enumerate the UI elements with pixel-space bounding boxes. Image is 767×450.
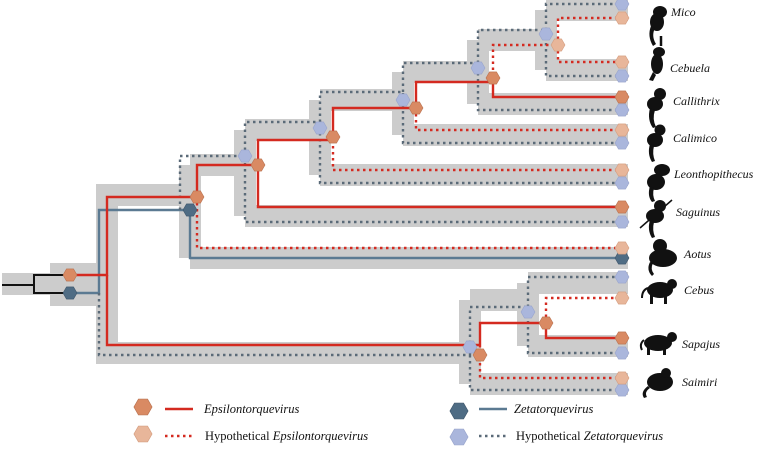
taxon-label-sapajus: Sapajus — [682, 337, 720, 351]
legend: Epsilontorquevirus Hypothetical Epsilont… — [133, 398, 663, 446]
legend-item-zeta: Zetatorquevirus — [449, 402, 594, 420]
sapajus-silhouette-icon — [639, 332, 677, 355]
taxon-label-leonthopithecus: Leonthopithecus — [673, 167, 754, 181]
saimiri-silhouette-icon — [642, 368, 673, 398]
zetatorquevirus-lines — [70, 208, 622, 295]
taxon-labels: Mico Cebuela Callithrix Calimico Leontho… — [670, 5, 754, 389]
zeta-node-icon — [449, 402, 469, 420]
taxon-label-cebuela: Cebuela — [670, 61, 710, 75]
legend-label-hypothetical-zeta: Hypothetical Zetatorquevirus — [516, 429, 663, 443]
taxon-label-mico: Mico — [670, 5, 696, 19]
legend-label-hypothetical-epsilon: Hypothetical Epsilontorquevirus — [205, 429, 368, 443]
taxon-label-calimico: Calimico — [673, 131, 717, 145]
cebus-silhouette-icon — [641, 279, 677, 304]
legend-item-hypothetical-zeta: Hypothetical Zetatorquevirus — [449, 428, 663, 446]
hypothetical-zeta-node-icon — [449, 428, 469, 446]
host-phylogeny-band — [2, 0, 628, 395]
callithrix-silhouette-icon — [647, 88, 666, 128]
epsilon-node-icon — [133, 398, 153, 416]
calimico-silhouette-icon — [647, 124, 666, 162]
saguinus-silhouette-icon — [639, 199, 673, 238]
mico-silhouette-icon — [649, 6, 667, 46]
taxon-label-cebus: Cebus — [684, 283, 714, 297]
taxon-label-aotus: Aotus — [683, 247, 712, 261]
aotus-silhouette-icon — [648, 239, 677, 276]
legend-item-epsilon: Epsilontorquevirus — [133, 398, 300, 416]
cebuela-silhouette-icon — [649, 36, 665, 81]
hypothetical-epsilon-node-icon — [133, 425, 153, 443]
legend-label-zeta: Zetatorquevirus — [514, 402, 594, 416]
taxon-label-saguinus: Saguinus — [676, 205, 720, 219]
leonthopithecus-silhouette-icon — [647, 164, 670, 202]
root-branch — [2, 274, 70, 294]
primate-silhouettes — [639, 6, 677, 398]
taxon-label-callithrix: Callithrix — [673, 94, 720, 108]
taxon-label-saimiri: Saimiri — [682, 375, 717, 389]
legend-item-hypothetical-epsilon: Hypothetical Epsilontorquevirus — [133, 425, 368, 443]
eps-node — [538, 316, 554, 330]
legend-label-epsilon: Epsilontorquevirus — [203, 402, 300, 416]
